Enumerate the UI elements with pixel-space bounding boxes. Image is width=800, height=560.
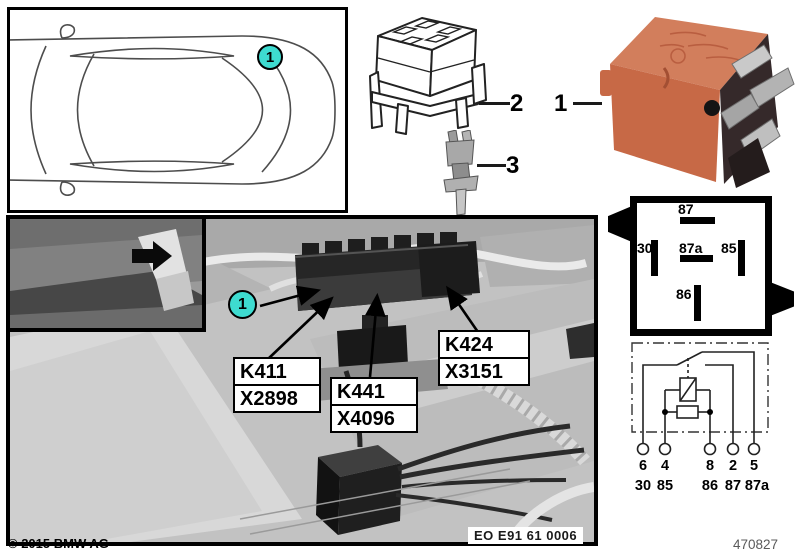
pin-85-slot [738,240,745,276]
relay-connector: X4096 [337,408,395,430]
pin-87a-label: 87a [679,240,703,256]
relay-connector: X2898 [240,388,298,410]
schematic-pin-8: 8 [705,458,715,474]
item-number-relay[interactable]: 1 [554,90,568,117]
relay-socket-drawing [369,17,487,135]
relay-label-K441[interactable]: K441 X4096 [330,377,418,433]
relay-module-black [316,370,402,535]
relay-carrier [294,232,480,311]
schematic-term-85: 85 [656,478,674,494]
pin-diagram-left-tab [608,206,632,242]
car-location-box [5,7,348,213]
relay-code: K411 [235,359,319,386]
leader-line-2 [479,102,510,105]
pin-30-slot [651,240,658,276]
location-arrow-icon [132,241,172,271]
car-callout-1[interactable]: 1 [257,44,283,70]
pin-30-label: 30 [637,240,653,256]
schematic-pin-6: 6 [638,458,648,474]
pin-87a-slot [680,255,713,262]
schematic-pin-5: 5 [749,458,759,474]
pin-87-label: 87 [678,201,694,217]
relay-code: K424 [440,332,528,359]
trunk-inset-graphic [10,219,202,328]
pin-85-label: 85 [721,240,737,256]
photo-callout-1[interactable]: 1 [228,290,257,319]
car-top-view [5,24,336,196]
leader-line-3 [477,164,506,167]
terminal-pin-drawing [443,130,479,216]
schematic-term-87: 87 [724,478,742,494]
schematic-term-87a: 87a [744,478,770,494]
doc-number: 470827 [733,537,779,552]
pin-86-label: 86 [676,286,692,302]
leader-line-1 [573,102,602,105]
relay-code: K441 [332,379,416,406]
schematic-pin-2: 2 [728,458,738,474]
schematic-pin-4: 4 [660,458,670,474]
relay-label-K411[interactable]: K411 X2898 [233,357,321,413]
photo-ref-code: EO E91 61 0006 [468,527,584,544]
pointer-arrows [259,285,482,378]
relay-connector: X3151 [445,361,503,383]
pin-diagram-body: 87 30 87a 85 86 [630,196,772,336]
trunk-inset-photo [6,215,206,332]
item-number-socket[interactable]: 2 [510,90,524,117]
relay-circuit-schematic [631,342,769,456]
schematic-term-86: 86 [701,478,719,494]
pin-diagram-right-tab [770,282,794,316]
schematic-term-30: 30 [634,478,652,494]
installation-photo: 1 K411 X2898 K441 X4096 K424 X3151 EO E9… [6,215,598,546]
copyright-text: © 2015 BMW AG [8,536,109,551]
relay-pin-diagram: 87 30 87a 85 86 [608,196,794,337]
relay-label-K424[interactable]: K424 X3151 [438,330,530,386]
pin-87-slot [680,217,715,224]
item-number-terminal[interactable]: 3 [506,152,520,179]
relay-photo [600,17,795,188]
pin-86-slot [694,285,701,321]
